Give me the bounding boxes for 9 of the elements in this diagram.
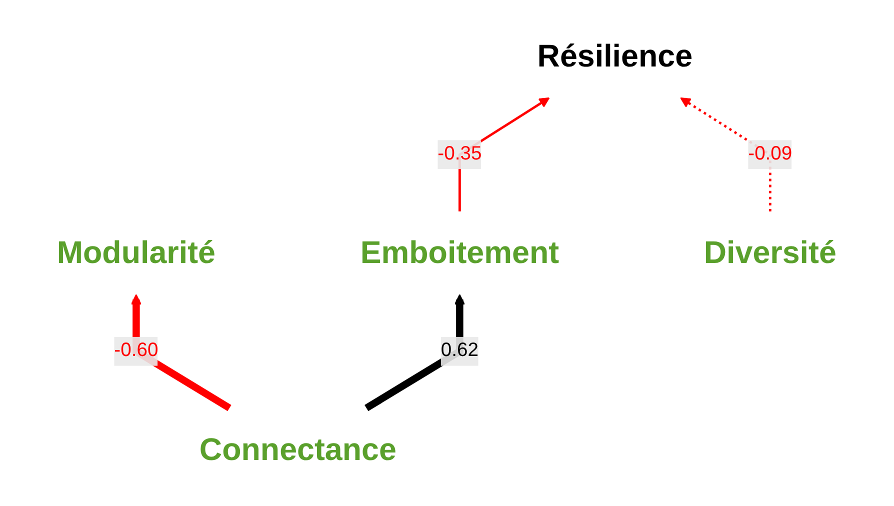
node-text: Diversité — [704, 234, 837, 270]
node-text: Résilience — [538, 38, 693, 74]
edge-label: -0.60 — [114, 340, 159, 361]
edge-label: -0.35 — [438, 144, 482, 164]
edge-label: -0.09 — [748, 144, 792, 164]
node-text: Emboitement — [360, 234, 560, 270]
edge-label: 0.62 — [441, 340, 479, 361]
node-text: Connectance — [200, 430, 397, 468]
node-text: Modularité — [57, 234, 216, 270]
